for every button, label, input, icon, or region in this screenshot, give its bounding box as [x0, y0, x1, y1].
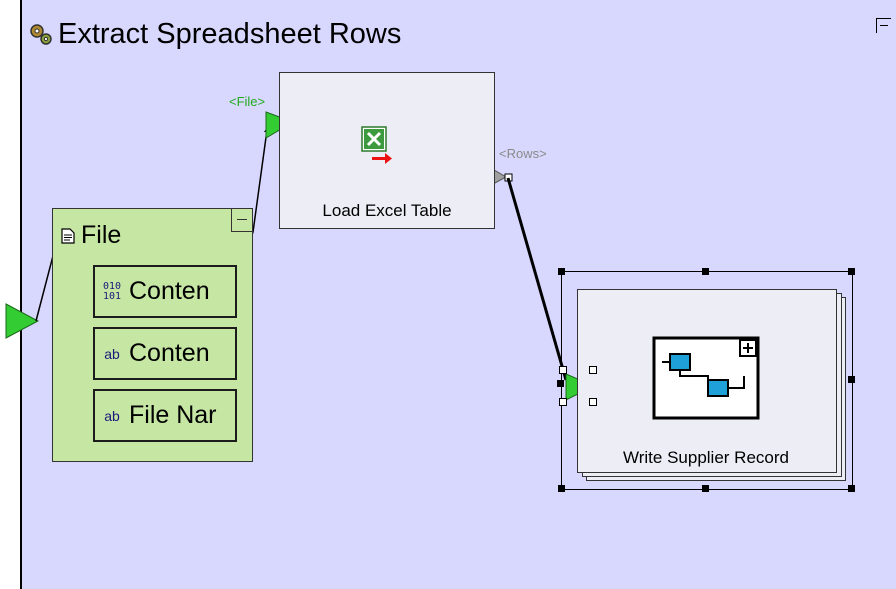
gears-icon	[30, 24, 52, 45]
canvas-left-border	[20, 0, 22, 589]
field-content-text[interactable]: ab Conten	[93, 327, 237, 380]
resize-handle[interactable]	[702, 268, 709, 275]
file-node-header: File	[61, 221, 121, 250]
resize-handle[interactable]	[848, 376, 855, 383]
field-label: Conten	[129, 339, 210, 367]
binary-icon: 010 101	[102, 280, 122, 302]
field-label: Conten	[129, 277, 210, 305]
resize-handle[interactable]	[702, 485, 709, 492]
file-node-collapse-icon[interactable]	[231, 209, 252, 232]
port-handle[interactable]	[559, 398, 567, 406]
workflow-title-text: Extract Spreadsheet Rows	[58, 17, 402, 50]
field-content-binary[interactable]: 010 101 Conten	[93, 265, 237, 318]
field-file-name[interactable]: ab File Nar	[93, 389, 237, 442]
collapse-icon[interactable]	[876, 18, 891, 33]
file-node-label: File	[81, 221, 122, 249]
field-label: File Nar	[129, 401, 217, 429]
resize-handle[interactable]	[558, 485, 565, 492]
text-icon: ab	[104, 345, 120, 362]
excel-output-port-label: <Rows>	[499, 146, 547, 161]
resize-handle[interactable]	[848, 268, 855, 275]
excel-input-port-label: <File>	[229, 94, 266, 109]
port-handle[interactable]	[589, 398, 597, 406]
load-excel-label: Load Excel Table	[322, 201, 452, 220]
resize-handle[interactable]	[558, 268, 565, 275]
resize-handle[interactable]	[848, 485, 855, 492]
document-icon	[61, 227, 75, 244]
subprocess-icon	[652, 336, 760, 420]
load-excel-node[interactable]: Load Excel Table	[279, 72, 495, 229]
port-handle[interactable]	[559, 366, 567, 374]
port-handle[interactable]	[557, 380, 564, 387]
workflow-title: Extract Spreadsheet Rows	[28, 14, 401, 54]
text-icon: ab	[104, 407, 120, 424]
port-handle[interactable]	[589, 366, 597, 374]
write-supplier-label: Write Supplier Record	[623, 448, 789, 467]
excel-icon	[361, 126, 392, 164]
